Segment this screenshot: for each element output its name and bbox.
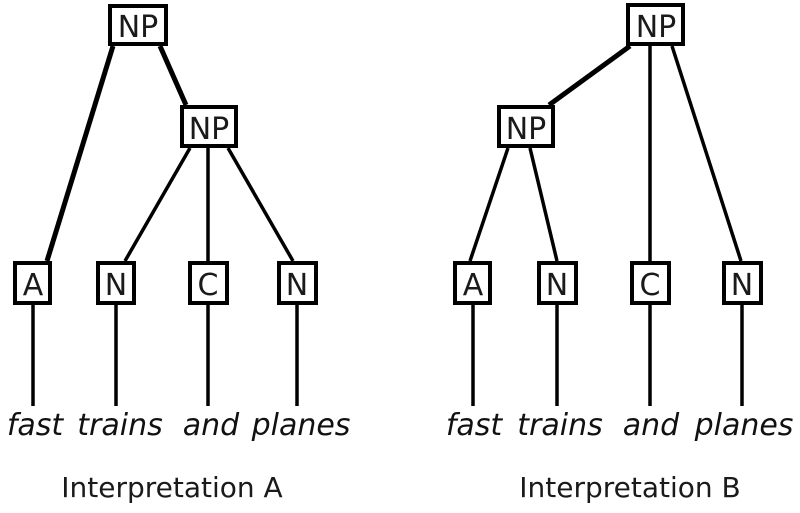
node-a-root-NP[interactable]: NP — [108, 4, 168, 46]
node-b-leaf-N-trains[interactable]: N — [537, 261, 578, 305]
node-a-leaf-N-planes[interactable]: N — [277, 261, 318, 305]
node-box — [626, 3, 685, 46]
node-b-leaf-C-and[interactable]: C — [630, 261, 671, 305]
node-b-leaf-A[interactable]: A — [453, 261, 492, 305]
word-planes: planes — [251, 408, 351, 443]
node-label: NP — [118, 10, 159, 45]
node-box — [497, 105, 555, 148]
node-label: N — [286, 268, 308, 303]
node-label: N — [731, 268, 753, 303]
edge-a-NP-to-N2 — [226, 147, 295, 262]
tree-a-nodes: NP NP A N C N — [13, 4, 318, 305]
edge-b-root-to-N — [670, 45, 743, 262]
edge-b-NP-to-N1 — [528, 147, 559, 262]
node-label: A — [463, 268, 484, 303]
node-label: N — [546, 268, 568, 303]
edge-a-NP-to-N1 — [123, 147, 192, 262]
node-box — [722, 261, 763, 305]
word-fast: fast — [446, 408, 504, 443]
tree-a-leaf-stems — [31, 303, 299, 406]
node-label: C — [640, 268, 661, 303]
word-and: and — [183, 408, 240, 443]
edge-b-NP-to-A — [468, 147, 510, 262]
tree-b-edges — [468, 43, 743, 262]
node-b-inner-NP[interactable]: NP — [497, 105, 555, 148]
tree-b-leaf-stems — [471, 303, 744, 406]
word-trains: trains — [77, 408, 162, 443]
word-trains: trains — [517, 408, 602, 443]
edge-a-root-to-NP — [157, 44, 189, 107]
caption-interpretation-a: Interpretation A — [61, 471, 282, 504]
word-planes: planes — [694, 408, 794, 443]
node-box — [188, 261, 229, 305]
node-box — [180, 105, 238, 148]
tree-a-words: fast trains and planes — [7, 408, 351, 443]
edge-a-root-to-A — [44, 45, 116, 262]
word-and: and — [623, 408, 680, 443]
node-box — [108, 4, 168, 46]
node-label: N — [105, 268, 127, 303]
node-a-leaf-C-and[interactable]: C — [188, 261, 229, 305]
node-label: NP — [636, 10, 677, 45]
node-box — [537, 261, 578, 305]
caption-interpretation-b: Interpretation B — [519, 471, 741, 504]
node-label: NP — [506, 112, 547, 147]
node-label: A — [23, 268, 44, 303]
node-a-leaf-N-trains[interactable]: N — [96, 261, 136, 305]
node-label: C — [198, 268, 219, 303]
word-fast: fast — [7, 408, 65, 443]
node-label: NP — [189, 112, 230, 147]
node-b-leaf-N-planes[interactable]: N — [722, 261, 763, 305]
tree-b-words: fast trains and planes — [446, 408, 794, 443]
node-b-root-NP[interactable]: NP — [626, 3, 685, 46]
tree-a-edges — [44, 44, 295, 262]
node-a-leaf-A[interactable]: A — [13, 261, 52, 305]
tree-b-nodes: NP NP A N C N — [453, 3, 763, 305]
node-box — [277, 261, 318, 305]
edge-b-root-to-NP — [547, 43, 632, 108]
node-a-inner-NP[interactable]: NP — [180, 105, 238, 148]
